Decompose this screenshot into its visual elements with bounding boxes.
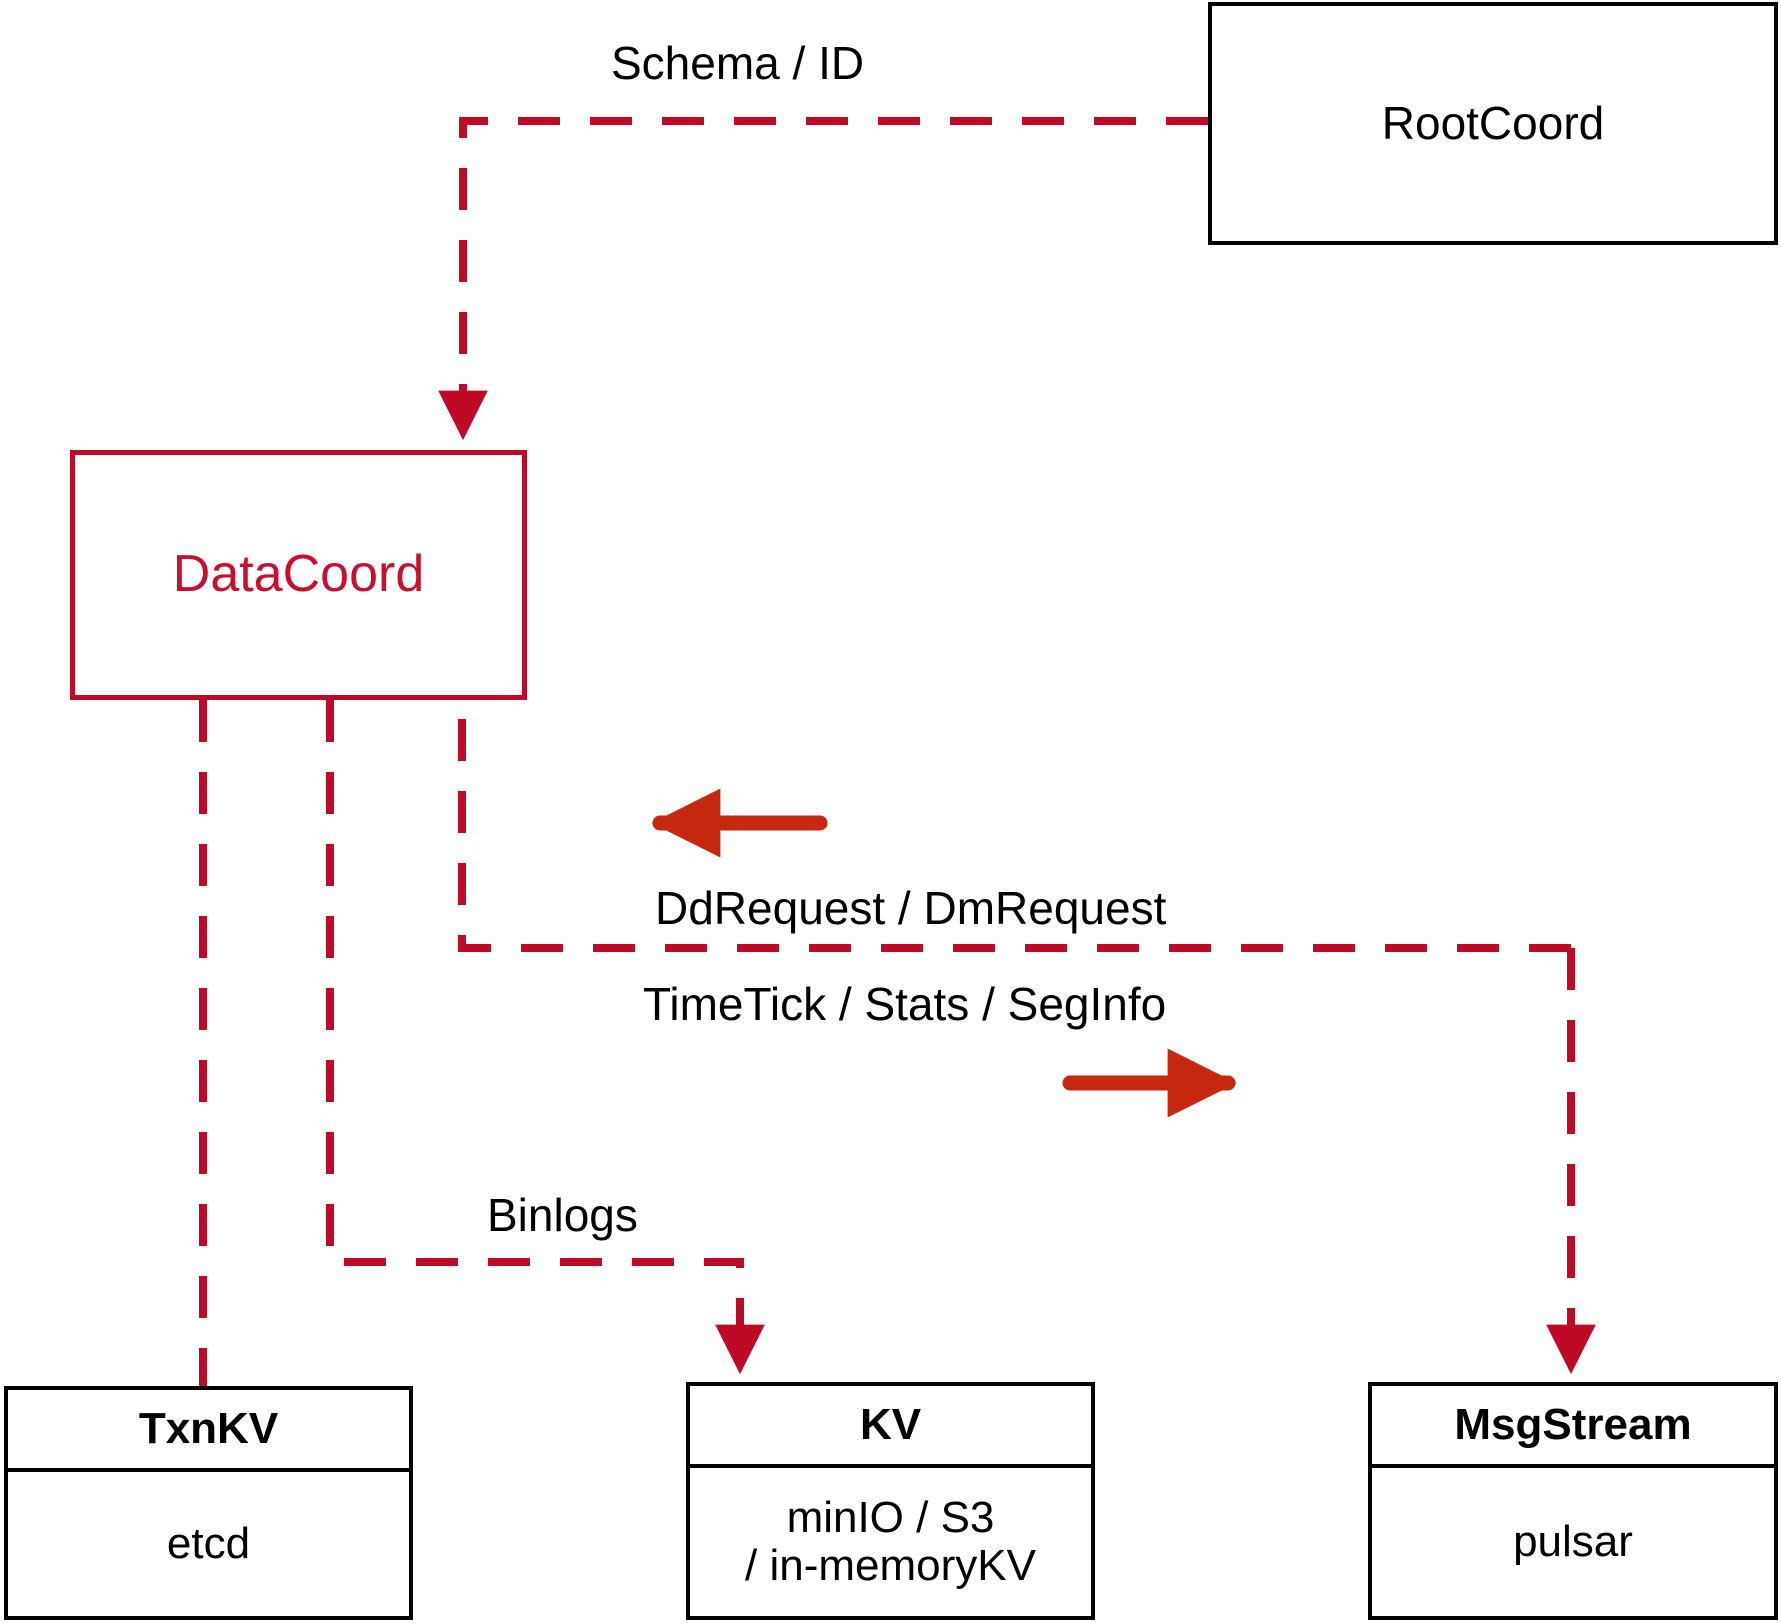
- node-msgstream-label: MsgStream: [1454, 1399, 1692, 1449]
- node-kv-body-line-2: / in-memoryKV: [745, 1541, 1036, 1590]
- node-datacoord[interactable]: DataCoord: [70, 450, 527, 700]
- edge-binlogs: [326, 700, 765, 1375]
- node-txnkv-label: TxnKV: [138, 1403, 279, 1453]
- node-txnkv-body-line-1: etcd: [166, 1518, 251, 1568]
- node-kv-header: KV: [690, 1386, 1091, 1468]
- edge-schema-id: [438, 117, 1208, 441]
- edge-label-timetick-stats-seginfo: TimeTick / Stats / SegInfo: [643, 978, 1167, 1030]
- edge-label-ddrequest-dmrequest: DdRequest / DmRequest: [655, 882, 1167, 934]
- node-kv[interactable]: KV minIO / S3 / in-memoryKV: [686, 1382, 1095, 1620]
- node-rootcoord[interactable]: RootCoord: [1208, 2, 1778, 245]
- node-txnkv-header: TxnKV: [8, 1390, 409, 1472]
- node-rootcoord-label: RootCoord: [1381, 97, 1605, 150]
- node-txnkv[interactable]: TxnKV etcd: [4, 1386, 413, 1620]
- node-kv-body-line-1: minIO / S3: [786, 1492, 995, 1542]
- node-msgstream-body: pulsar: [1372, 1468, 1774, 1616]
- edge-label-binlogs: Binlogs: [487, 1189, 638, 1241]
- node-msgstream[interactable]: MsgStream pulsar: [1368, 1382, 1778, 1620]
- node-kv-body: minIO / S3 / in-memoryKV: [690, 1468, 1091, 1616]
- node-msgstream-header: MsgStream: [1372, 1386, 1774, 1468]
- edge-label-schema-id: Schema / ID: [611, 37, 865, 89]
- node-datacoord-label: DataCoord: [172, 545, 425, 604]
- node-msgstream-body-line-1: pulsar: [1513, 1516, 1633, 1566]
- node-kv-label: KV: [859, 1399, 922, 1449]
- node-txnkv-body: etcd: [8, 1472, 409, 1616]
